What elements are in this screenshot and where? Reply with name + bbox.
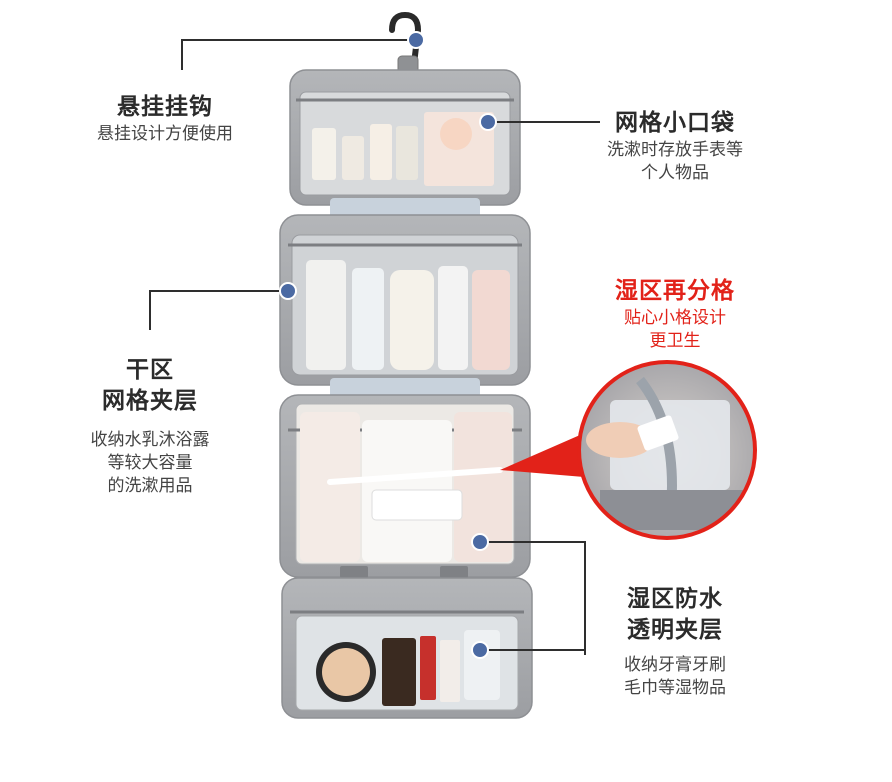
callout-wet-divider-desc-2: 更卫生 — [649, 331, 701, 351]
callout-mesh-pocket: 网格小口袋 洗漱时存放手表等 个人物品 — [585, 108, 765, 185]
callout-mesh-pocket-desc-1: 洗漱时存放手表等 — [607, 140, 743, 160]
callout-wet-divider-title: 湿区再分格 — [615, 278, 735, 304]
callout-dry-zone-desc-1: 收纳水乳沐浴露 — [90, 430, 210, 450]
marker-dots — [279, 31, 497, 659]
callout-hook-desc: 悬挂设计方便使用 — [97, 124, 233, 144]
callout-wet-divider-desc-1: 贴心小格设计 — [624, 308, 726, 328]
wet-transparent-zone-section — [279, 394, 531, 578]
callout-dry-zone-title-2: 网格夹层 — [102, 388, 198, 414]
callout-dry-zone-desc-3: 的洗漱用品 — [107, 476, 193, 496]
callout-hook: 悬挂挂钩 悬挂设计方便使用 — [70, 92, 260, 146]
callout-wet-zone: 湿区防水 透明夹层 收纳牙膏牙刷 毛巾等湿物品 — [585, 584, 765, 700]
bottom-transparent-pocket-section — [281, 577, 533, 719]
callout-wet-divider: 湿区再分格 贴心小格设计 更卫生 — [585, 276, 765, 353]
callout-hook-title: 悬挂挂钩 — [117, 94, 213, 120]
callout-dry-zone: 干区 网格夹层 收纳水乳沐浴露 等较大容量 的洗漱用品 — [60, 355, 240, 498]
callout-wet-zone-title-2: 透明夹层 — [627, 617, 723, 643]
callout-mesh-pocket-title: 网格小口袋 — [615, 110, 735, 136]
top-mesh-pocket-section — [289, 69, 521, 206]
callout-mesh-pocket-desc-2: 个人物品 — [641, 163, 709, 183]
callout-wet-zone-title-1: 湿区防水 — [627, 586, 723, 612]
wet-divider-zoom-circle — [500, 360, 757, 540]
callout-dry-zone-desc-2: 等较大容量 — [107, 453, 193, 473]
callout-wet-zone-desc-2: 毛巾等湿物品 — [624, 678, 726, 698]
leader-lines — [149, 39, 600, 655]
dry-mesh-zone-section — [279, 198, 531, 398]
callout-wet-zone-desc-1: 收纳牙膏牙刷 — [624, 655, 726, 675]
callout-dry-zone-title-1: 干区 — [126, 357, 174, 383]
